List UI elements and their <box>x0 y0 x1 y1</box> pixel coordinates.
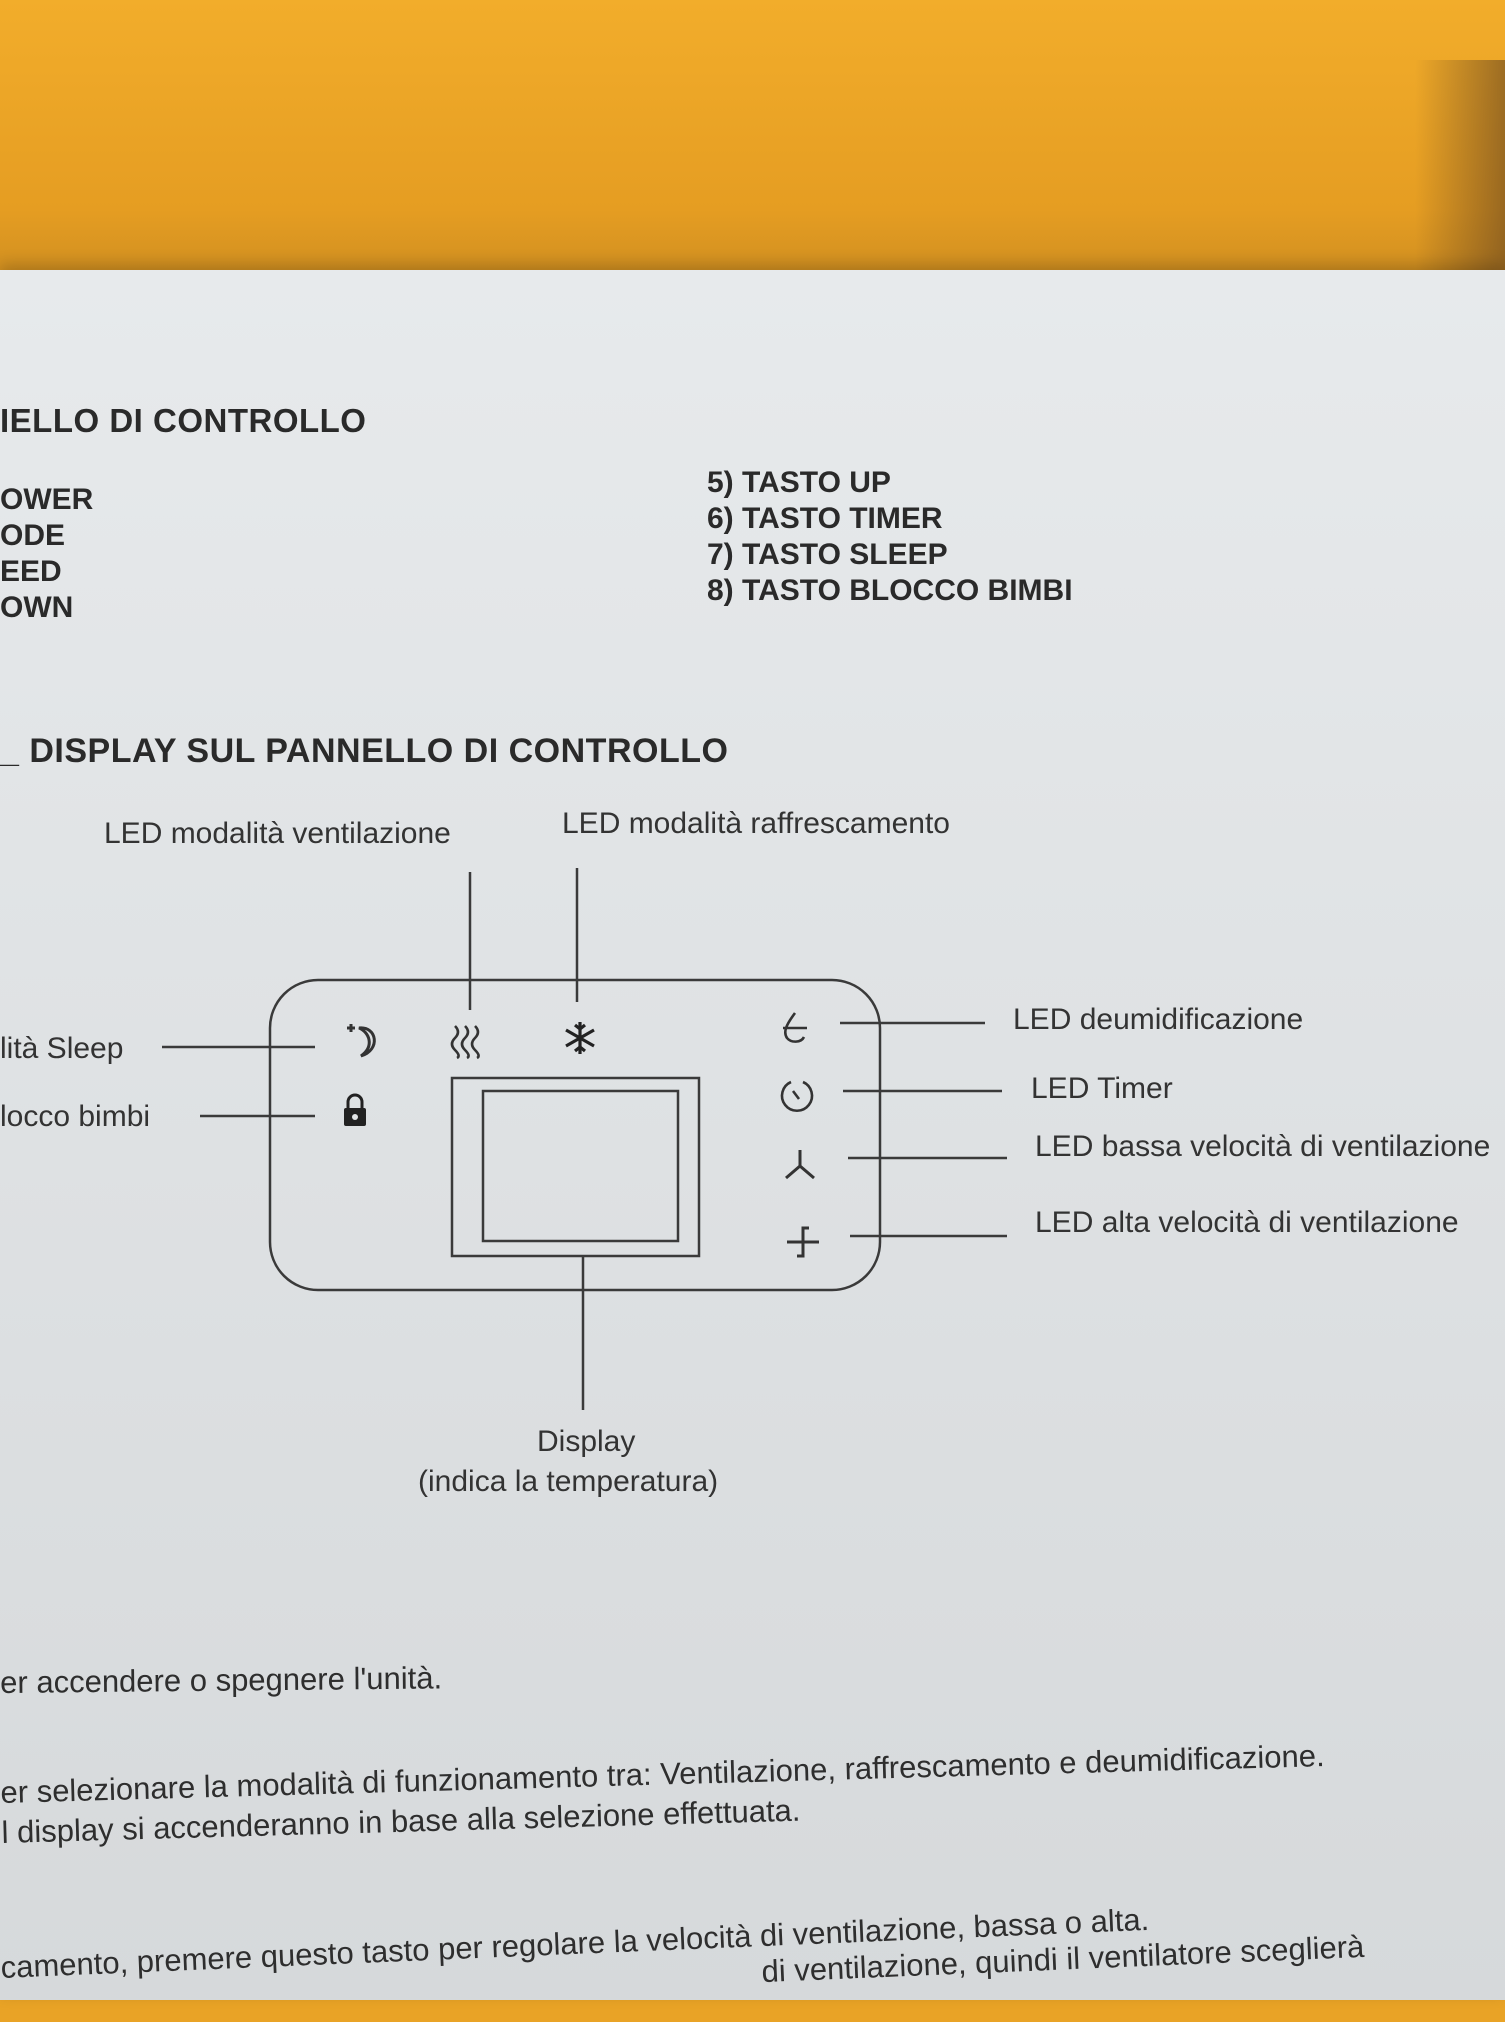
list-item: 5) TASTO UP <box>707 466 891 499</box>
section-title-controls: IELLO DI CONTROLLO <box>0 402 367 439</box>
control-panel-outline <box>268 978 882 1292</box>
manual-page: IELLO DI CONTROLLO OWER ODE EED OWN 5) T… <box>0 270 1505 2000</box>
list-item: EED <box>0 555 62 588</box>
list-item: ODE <box>0 519 66 552</box>
left-button-list: OWER ODE EED OWN <box>0 482 93 626</box>
display-outer-frame <box>450 1076 701 1258</box>
label-fan-mode-led: LED modalità ventilazione <box>104 817 451 850</box>
label-low-speed-led: LED bassa velocità di ventilazione <box>1035 1130 1491 1163</box>
background-surface <box>0 0 1505 300</box>
list-item: 6) TASTO TIMER <box>707 502 943 535</box>
paragraph-power: er accendere o spegnere l'unità. <box>0 1660 443 1700</box>
list-item: 7) TASTO SLEEP <box>707 538 948 571</box>
lock-icon <box>344 1093 366 1126</box>
list-item: OWER <box>0 483 94 516</box>
label-cool-mode-led: LED modalità raffrescamento <box>562 807 950 840</box>
label-timer-led: LED Timer <box>1031 1072 1173 1105</box>
heat-waves-icon <box>450 1025 480 1060</box>
sleep-icon <box>347 1024 376 1058</box>
label-display-note: (indica la temperatura) <box>418 1465 719 1498</box>
list-item: 8) TASTO BLOCCO BIMBI <box>707 574 1073 607</box>
right-button-list: 5) TASTO UP 6) TASTO TIMER 7) TASTO SLEE… <box>707 465 1073 609</box>
list-item: OWN <box>0 591 74 624</box>
label-display: Display <box>537 1425 636 1458</box>
control-panel-diagram <box>162 868 1007 1410</box>
droplet-icon <box>783 1012 807 1043</box>
label-sleep-led: lità Sleep <box>0 1032 124 1065</box>
label-high-speed-led: LED alta velocità di ventilazione <box>1035 1206 1459 1239</box>
snowflake-icon <box>565 1022 595 1054</box>
display-inner-frame <box>481 1089 680 1243</box>
fan-low-icon <box>785 1150 815 1180</box>
fan-high-icon <box>787 1226 819 1258</box>
label-dehumid-led: LED deumidificazione <box>1013 1003 1304 1036</box>
label-child-lock-led: locco bimbi <box>0 1100 151 1133</box>
section-title-display: _ DISPLAY SUL PANNELLO DI CONTROLLO <box>0 732 729 770</box>
timer-icon <box>780 1080 814 1113</box>
